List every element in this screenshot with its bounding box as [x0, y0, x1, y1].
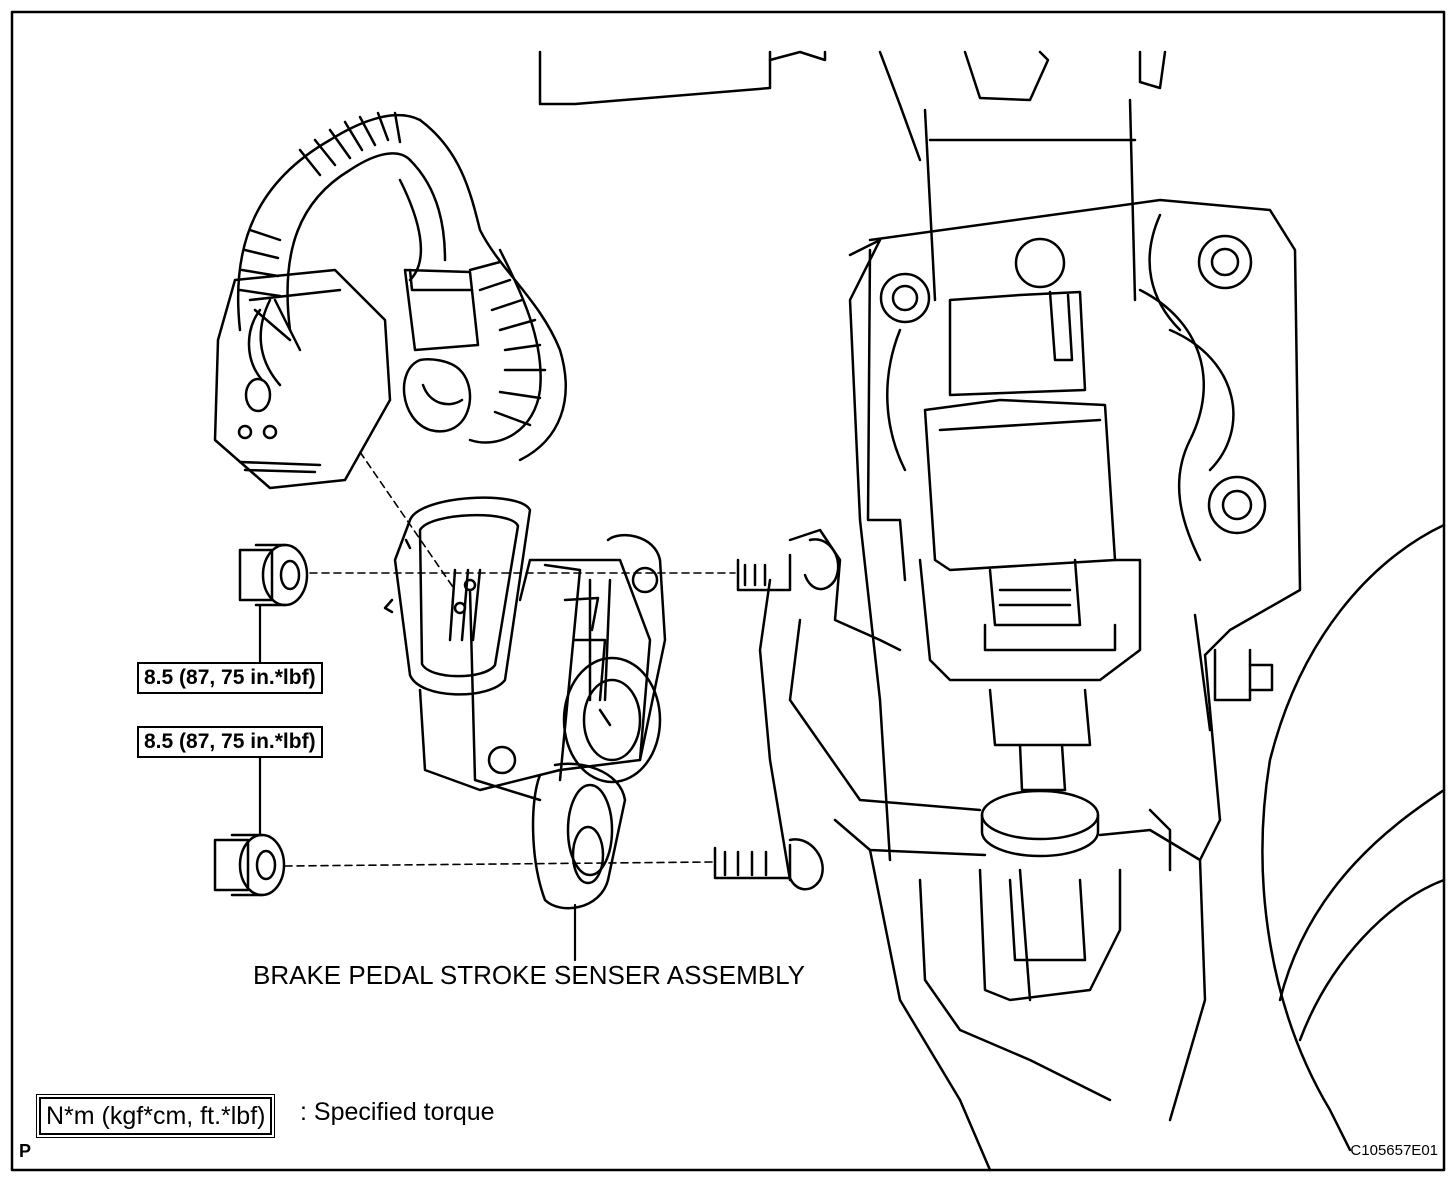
legend-unit-box: N*m (kgf*cm, ft.*lbf) — [35, 1094, 276, 1138]
nut-upper-illustration — [238, 543, 309, 607]
torque-label-upper: 8.5 (87, 75 in.*lbf) — [137, 662, 323, 694]
part-label: BRAKE PEDAL STROKE SENSER ASSEMBLY — [253, 960, 805, 990]
figure-id: C105657E01 — [1350, 1142, 1438, 1159]
assembly-guide-lines — [284, 451, 736, 867]
wire-harness-illustration — [213, 111, 567, 490]
pedal-bracket-illustration — [538, 50, 1446, 1172]
nut-lower-illustration — [213, 833, 286, 897]
figure-frame — [10, 10, 1446, 1172]
corner-letter: P — [19, 1141, 32, 1161]
stroke-sensor-illustration — [383, 496, 667, 910]
torque-label-lower: 8.5 (87, 75 in.*lbf) — [137, 726, 323, 758]
legend-description: : Specified torque — [300, 1098, 495, 1126]
leader-lines — [258, 603, 577, 962]
